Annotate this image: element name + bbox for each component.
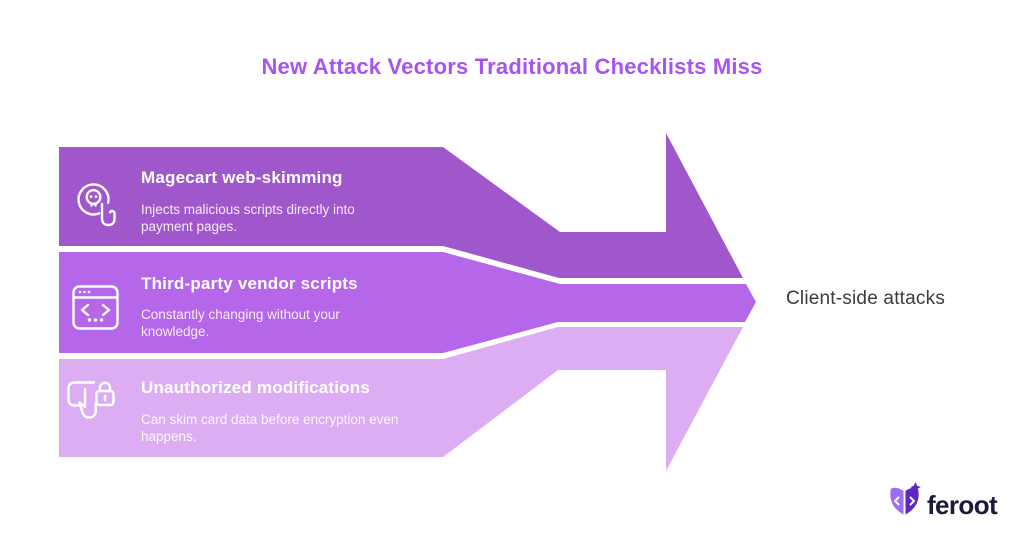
band-2-description: Constantly changing without your knowled… — [141, 307, 340, 340]
skull-click-icon — [77, 183, 116, 227]
band-1-heading: Magecart web-skimming — [141, 168, 343, 187]
result-label: Client-side attacks — [786, 288, 946, 309]
funnel-band-1-shape — [59, 133, 743, 278]
tap-lock-icon — [67, 381, 115, 419]
feroot-wordmark: feroot — [927, 490, 998, 520]
band-1-description: Injects malicious scripts directly into … — [141, 202, 355, 235]
page-title: New Attack Vectors Traditional Checklist… — [261, 54, 763, 79]
band-3-heading: Unauthorized modifications — [141, 378, 371, 397]
band-2-heading: Third-party vendor scripts — [141, 274, 358, 293]
band-3-description: Can skim card data before encryption eve… — [141, 412, 399, 445]
browser-code-icon — [72, 285, 119, 330]
funnel-band-3-shape — [59, 327, 743, 471]
funnel-band-2-shape — [59, 252, 756, 353]
feroot-mask-icon — [890, 482, 921, 515]
feroot-logo: feroot — [887, 482, 998, 522]
